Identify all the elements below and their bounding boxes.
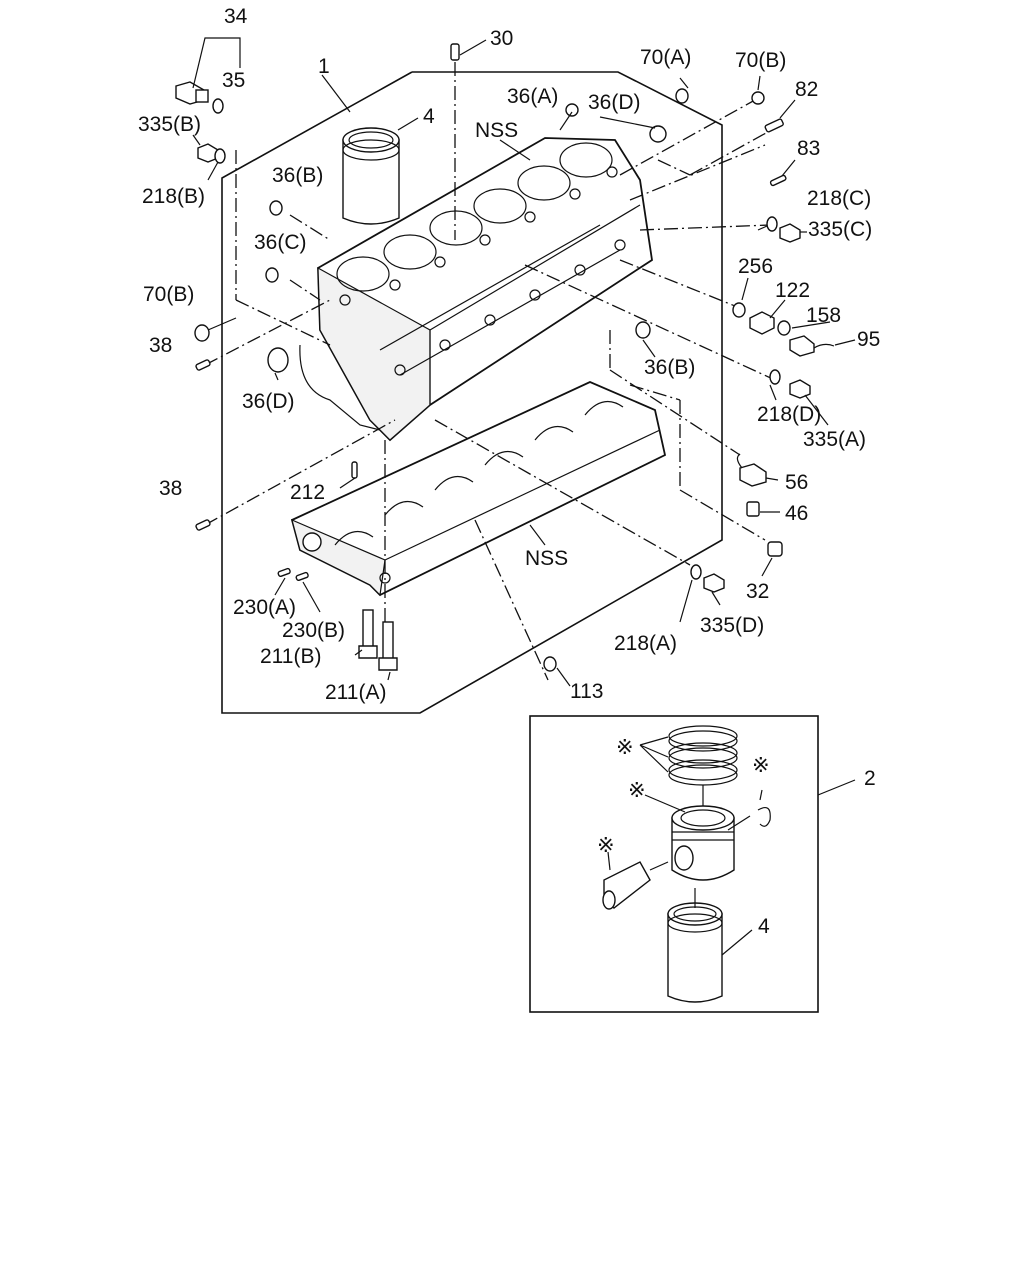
label-218a: 218(A) — [614, 632, 677, 655]
label-83: 83 — [797, 137, 820, 160]
label-30: 30 — [490, 27, 513, 50]
small-parts — [175, 43, 835, 672]
label-211b: 211(B) — [260, 645, 321, 668]
assembly-boundary-outline — [221, 71, 723, 714]
label-218d: 218(D) — [757, 403, 821, 426]
label-4-inset: 4 — [758, 915, 770, 938]
label-70b-top: 70(B) — [735, 49, 786, 72]
label-38-lower: 38 — [159, 477, 182, 500]
label-56: 56 — [785, 471, 808, 494]
label-36a: 36(A) — [507, 85, 558, 108]
label-star-pin: ※ — [597, 834, 615, 857]
label-335d: 335(D) — [700, 614, 764, 637]
label-82: 82 — [795, 78, 818, 101]
label-211a: 211(A) — [325, 681, 386, 704]
label-70a: 70(A) — [640, 46, 691, 69]
label-36c: 36(C) — [254, 231, 307, 254]
label-218c: 218(C) — [807, 187, 871, 210]
upper-cylinder-block — [299, 137, 653, 442]
label-36d-left: 36(D) — [242, 390, 295, 413]
label-nss-mid: NSS — [525, 547, 568, 570]
label-95: 95 — [857, 328, 880, 351]
label-2: 2 — [864, 767, 876, 790]
label-32: 32 — [746, 580, 769, 603]
label-36b-right: 36(B) — [644, 356, 695, 379]
lower-crankcase — [290, 381, 667, 597]
label-230b: 230(B) — [282, 619, 345, 642]
label-1: 1 — [318, 55, 330, 78]
leader-lines — [192, 37, 856, 687]
part-labels: 34 35 30 1 4 70(A) 70(B) 82 36(A) 36(D) … — [138, 5, 880, 938]
label-4: 4 — [423, 105, 435, 128]
label-212: 212 — [290, 481, 325, 504]
label-158: 158 — [806, 304, 841, 327]
label-38-upper: 38 — [149, 334, 172, 357]
cylinder-liner-part — [342, 127, 400, 225]
piston-assembly-inset — [529, 715, 856, 1013]
label-star-rings: ※ — [616, 736, 634, 759]
label-70b-left: 70(B) — [143, 283, 194, 306]
label-34: 34 — [224, 5, 248, 28]
label-335a: 335(A) — [803, 428, 866, 451]
label-nss-top: NSS — [475, 119, 518, 142]
label-122: 122 — [775, 279, 810, 302]
alignment-lines — [204, 62, 776, 681]
label-256: 256 — [738, 255, 773, 278]
label-36d-top: 36(D) — [588, 91, 641, 114]
label-113: 113 — [570, 680, 603, 703]
label-335b: 335(B) — [138, 113, 201, 136]
label-230a: 230(A) — [233, 596, 296, 619]
label-35: 35 — [222, 69, 245, 92]
label-335c: 335(C) — [808, 218, 872, 241]
label-218b: 218(B) — [142, 185, 205, 208]
label-star-snap-ring: ※ — [752, 754, 770, 777]
label-star-piston: ※ — [628, 779, 646, 802]
label-46: 46 — [785, 502, 808, 525]
label-36b-left: 36(B) — [272, 164, 323, 187]
